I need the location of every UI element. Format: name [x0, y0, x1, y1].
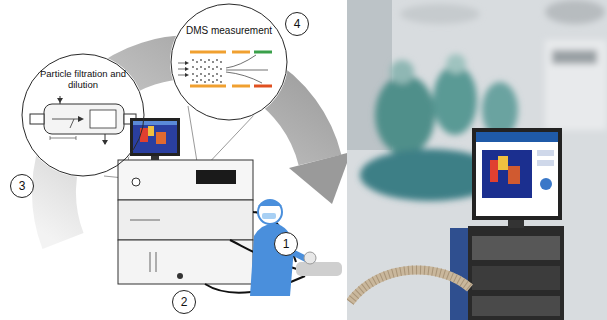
zoom-circle: Particle filtration and dilution: [21, 53, 145, 177]
dms-instrument: [118, 118, 253, 284]
zoom-title: Particle filtration and dilution: [33, 69, 133, 91]
circle-outline: [171, 4, 287, 120]
callout-number: 2: [181, 296, 188, 308]
callout-circle: 1: [274, 232, 298, 256]
circle-outline: [170, 3, 288, 121]
dms-detail: [170, 3, 288, 121]
zoom-circle: DMS measurement: [170, 3, 288, 121]
callout-circle: 4: [285, 12, 309, 36]
surgeon-figure: [250, 200, 342, 296]
callout-number: 4: [294, 18, 301, 30]
callout-number: 1: [283, 238, 290, 250]
circle-outline: [22, 54, 144, 176]
operating-room-photo: [347, 0, 607, 320]
filtration-detail: [21, 53, 145, 177]
callout-number: 3: [19, 180, 26, 192]
callout-circle: 2: [172, 290, 196, 314]
zoom-title: DMS measurement: [185, 25, 273, 37]
callout-circle: 3: [10, 174, 34, 198]
